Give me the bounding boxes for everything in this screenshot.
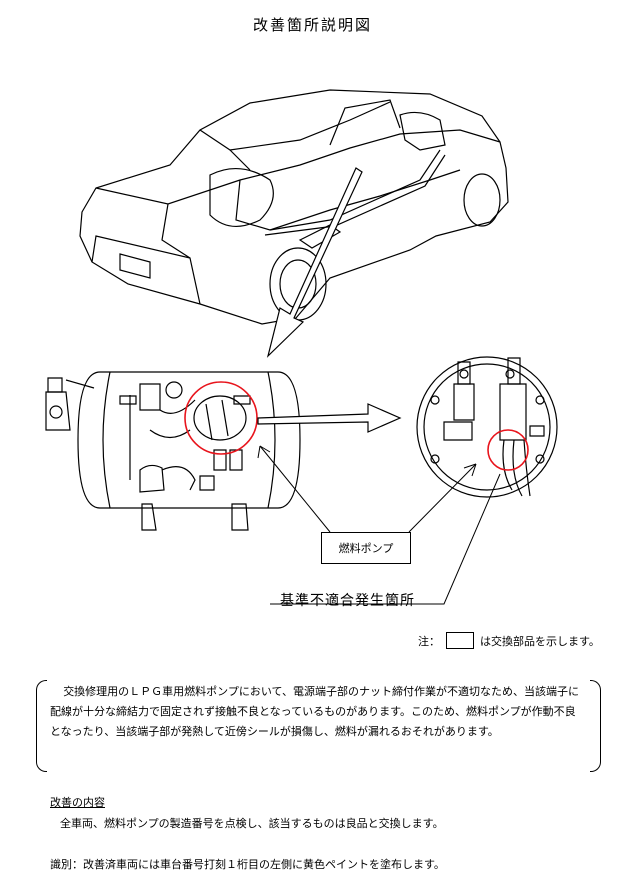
- improvement-heading: 改善の内容: [50, 796, 105, 809]
- pump-detail: [416, 356, 558, 498]
- note-suffix: は交換部品を示します。: [480, 634, 600, 648]
- fuel-pump-callout: 燃料ポンプ: [321, 532, 411, 564]
- detail-terminal-highlight: [487, 429, 529, 471]
- defect-description: 交換修理用のＬＰＧ車用燃料ポンプにおいて、電源端子部のナット締付作業が不適切なた…: [50, 685, 579, 738]
- tank-pump-highlight: [184, 381, 258, 455]
- defect-location-label: 基準不適合発生箇所: [280, 593, 415, 609]
- replacement-part-box: [446, 632, 474, 649]
- fuel-tank: [45, 371, 301, 531]
- arrow-to-tank: [266, 167, 363, 358]
- callout-pointers: [257, 445, 501, 605]
- vehicle-diagram: [45, 89, 558, 605]
- car-illustration: [79, 89, 509, 325]
- legend-note: 注： は交換部品を示します。: [418, 632, 600, 649]
- right-bracket: [590, 680, 601, 772]
- identification-text: 識別：改善済車両には車台番号打刻１桁目の左側に黄色ペイントを塗布します。: [50, 858, 445, 871]
- page-title: 改善箇所説明図: [252, 16, 372, 34]
- arrow-to-detail: [257, 403, 402, 433]
- left-bracket: [36, 680, 47, 772]
- note-prefix: 注：: [418, 634, 440, 648]
- improvement-text: 全車両、燃料ポンプの製造番号を点検し、該当するものは良品と交換します。: [60, 817, 444, 830]
